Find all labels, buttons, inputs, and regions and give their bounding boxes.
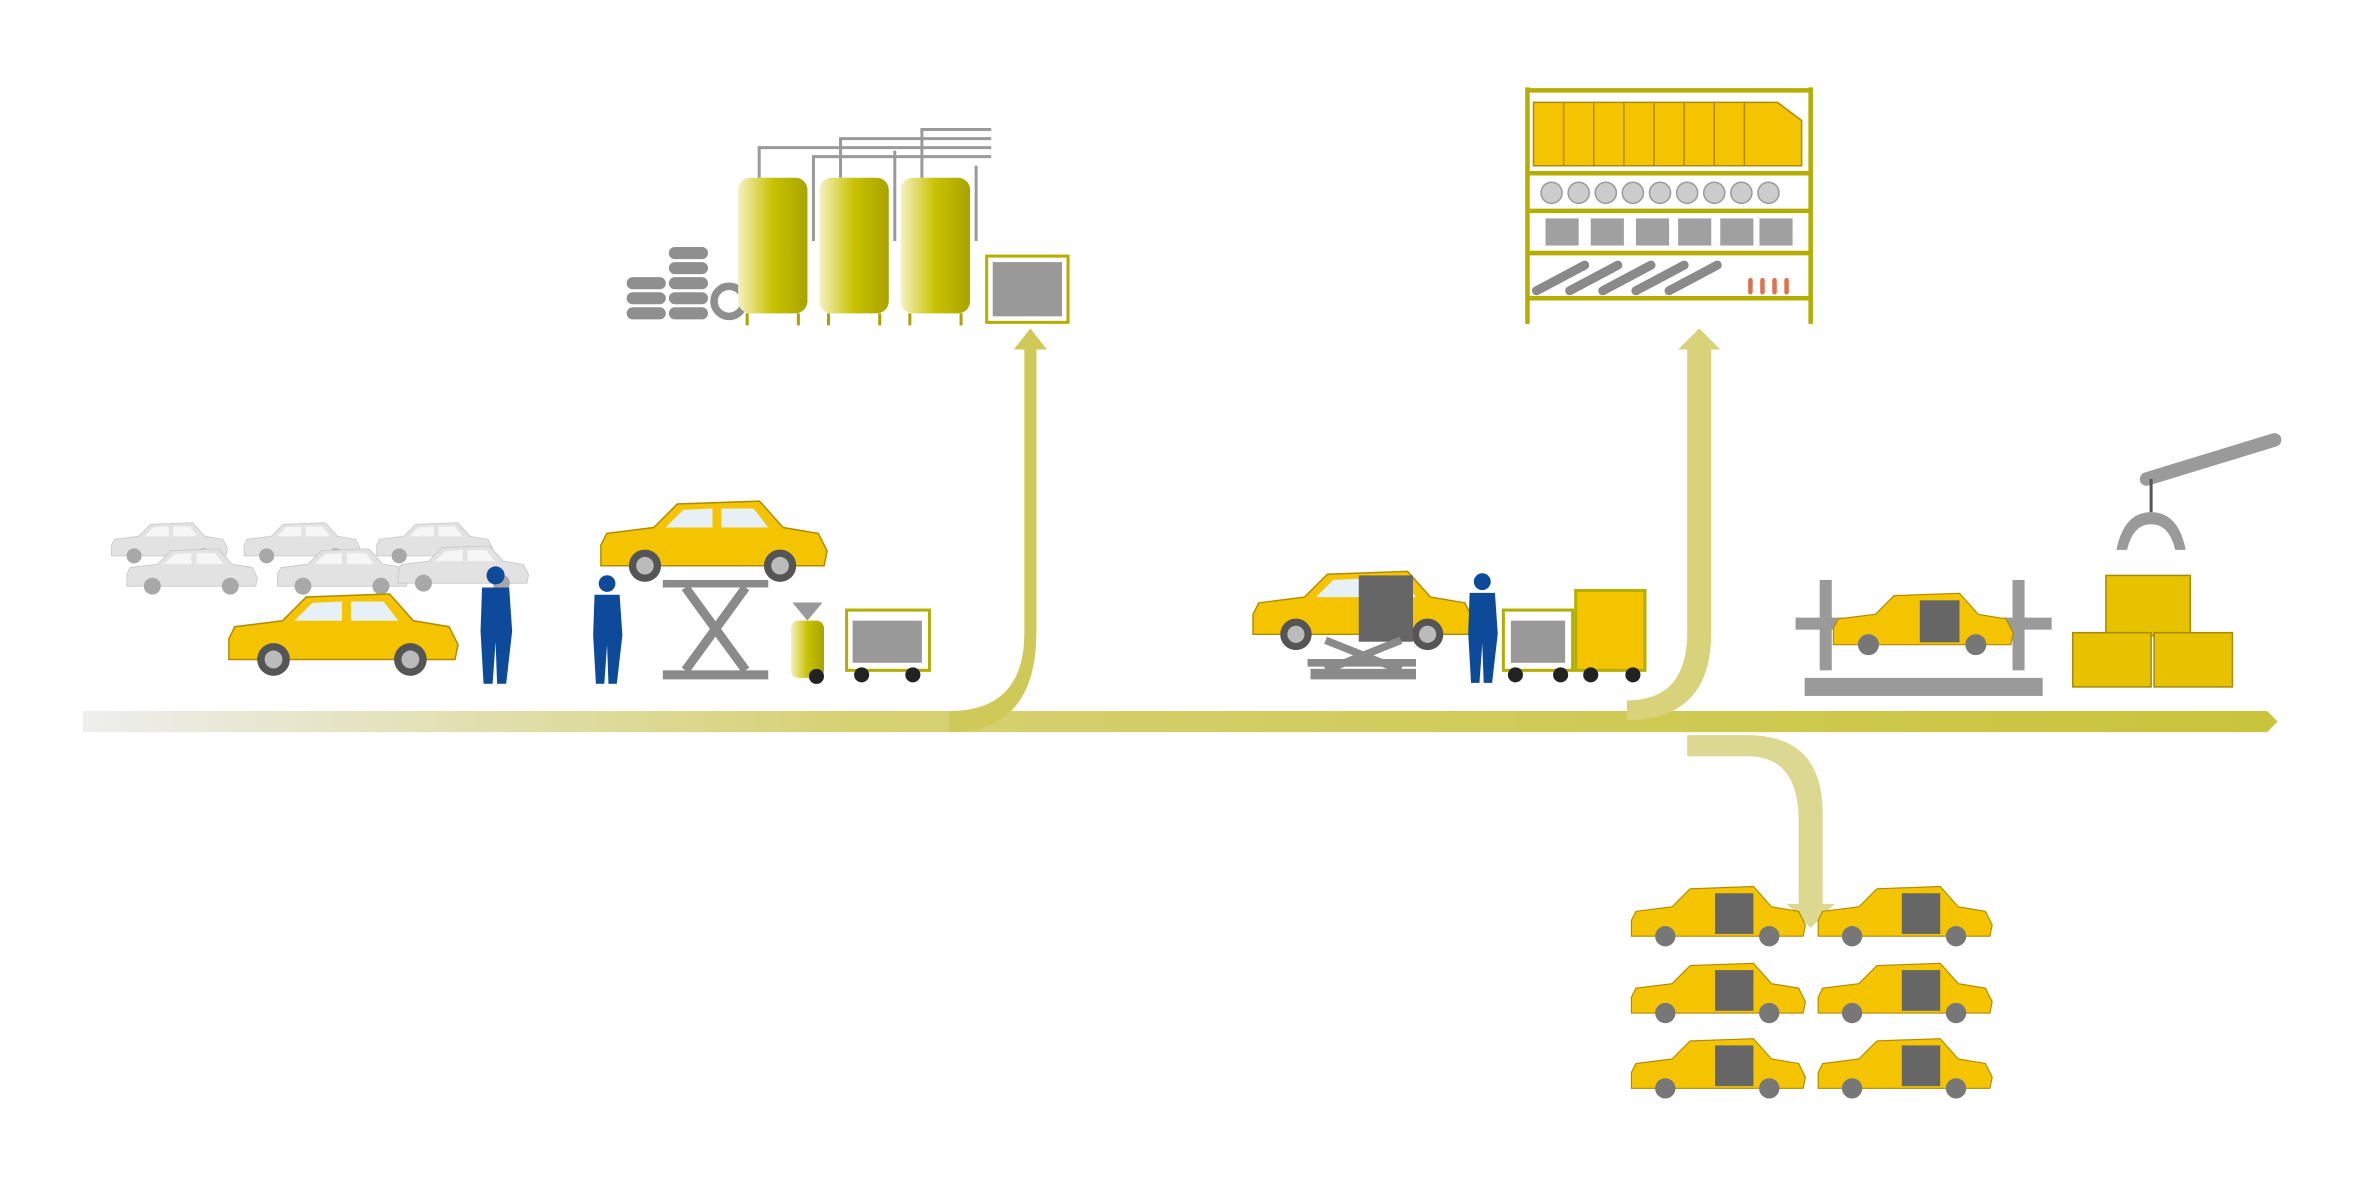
press-icon (1795, 579, 2052, 696)
doors-row (1532, 101, 1803, 167)
scrap-bales-icon (2072, 574, 2234, 688)
pipes (757, 128, 992, 242)
car-icon (1630, 1038, 1806, 1100)
stage-shredding (1795, 433, 2282, 696)
parts-cart-icon (1501, 588, 1647, 683)
stage-dismantling (1252, 570, 1647, 683)
shelf-icon (1525, 87, 1813, 324)
wheels-row (1540, 181, 1780, 205)
tires-icon (626, 247, 748, 321)
stage-depollution (593, 500, 931, 684)
car-icon (600, 500, 828, 583)
stage-parts-storage (1525, 87, 1813, 324)
car-icon (1630, 885, 1806, 947)
exhausts-row (1531, 260, 1789, 296)
main-flow-line (82, 711, 2278, 733)
branch-to-fluids (949, 328, 1047, 733)
engines-row (1545, 218, 1793, 246)
lift-icon (662, 579, 769, 680)
battery-crate-icon (985, 254, 1070, 324)
oil-drainer-icon (790, 602, 824, 684)
stage-end-of-life-cars (111, 522, 529, 684)
car-icon (1817, 1038, 1993, 1100)
crane-grabber-icon (2116, 433, 2282, 550)
car-icon (1817, 962, 1993, 1024)
car-icon (228, 593, 459, 677)
tank-icon (738, 177, 971, 326)
process-flow (82, 328, 2278, 928)
branch-to-parts (1626, 328, 1721, 721)
stage-fluids-storage (626, 128, 1070, 326)
battery-cart-icon (845, 608, 931, 683)
car-icon (1817, 885, 1993, 947)
car-icon (1630, 962, 1806, 1024)
worker-icon (1468, 573, 1498, 683)
branch-to-body-shells (1687, 735, 1835, 928)
worker-icon (593, 575, 623, 684)
